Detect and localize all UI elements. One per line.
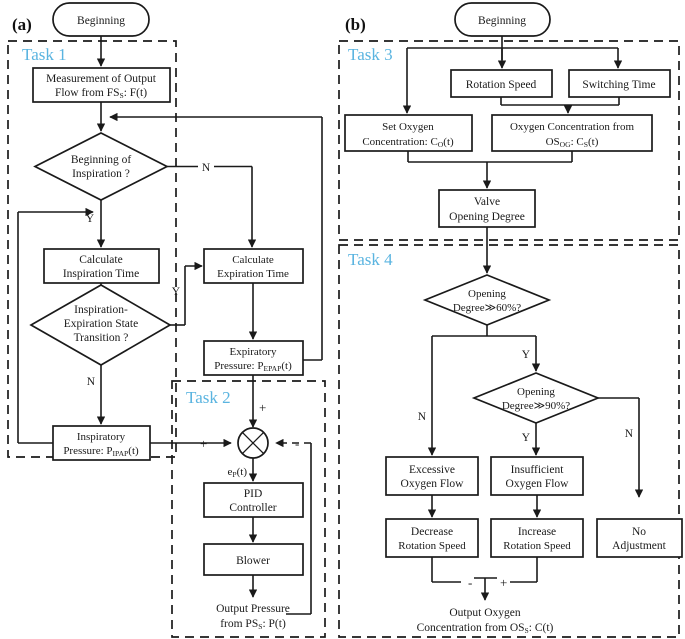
sign-plus-merge: + xyxy=(500,575,507,590)
node-increase-rotation-speed xyxy=(490,518,584,558)
decision1-line1: Beginning of xyxy=(71,154,132,166)
branch-label-N-inspiration: N xyxy=(202,162,211,174)
start-oval-b-label: Beginning xyxy=(478,15,526,27)
node-insuff-line1: Insufficient xyxy=(511,464,565,476)
node-excess-line1: Excessive xyxy=(409,464,455,476)
label-bg-n1 xyxy=(198,158,214,174)
sign-plus-left: + xyxy=(200,436,207,451)
branch-label-Y-inspiration: Y xyxy=(86,213,95,225)
sign-minus-right: - xyxy=(295,436,299,451)
node-blower-label: Blower xyxy=(236,555,270,567)
task3-dashed-container xyxy=(338,40,680,241)
node-exp-press-line2: Pressure: PEPAP(t) xyxy=(214,360,292,373)
task4-dashed-container xyxy=(338,244,680,638)
node-calc-insp-line1: Calculate xyxy=(79,254,122,266)
error-signal-label: eP(t) xyxy=(227,466,247,479)
summing-junction-cross-2 xyxy=(241,431,265,455)
node-measure-line1: Measurement of Output xyxy=(46,73,157,85)
panel-b-label: (b) xyxy=(345,15,366,34)
node-blower xyxy=(203,543,304,576)
branch-label-Y-60: Y xyxy=(522,349,531,361)
decision2-line2: Expiration State xyxy=(64,318,138,330)
node-noadj-line2: Adjustment xyxy=(612,540,666,552)
node-calculate-inspiration-time xyxy=(43,248,160,284)
node-conc-osog-line2: OSOG: CS(t) xyxy=(546,136,599,149)
node-conc-osog-line1: Oxygen Concentration from xyxy=(510,121,634,133)
decision2-line3: Transition ? xyxy=(74,332,129,344)
node-pid-controller xyxy=(203,482,304,518)
node-decrease-line1: Decrease xyxy=(411,526,453,538)
node-insp-press-line2: Pressure: PIPAP(t) xyxy=(63,445,139,458)
node-inspiratory-pressure xyxy=(52,425,151,461)
node-no-adjustment xyxy=(596,518,683,558)
branch-label-Y-transition: Y xyxy=(172,286,181,298)
node-set-o2-line2: Concentration: CO(t) xyxy=(362,136,454,149)
node-output-pressure-line1: Output Pressure xyxy=(216,603,290,615)
node-valve-line1: Valve xyxy=(474,196,500,208)
panel-a-label: (a) xyxy=(12,15,32,34)
node-measure xyxy=(32,67,171,103)
panel-b: (b) Task 3 Task 4 Beginning Rotation Spe… xyxy=(338,2,683,638)
node-valve-line2: Opening Degree xyxy=(449,211,525,223)
decision1-line2: Inspiration ? xyxy=(72,168,130,180)
node-excess-line2: Oxygen Flow xyxy=(401,478,465,490)
decision2-line1: Inspiration- xyxy=(74,304,128,316)
decision-60-line2: Degree≫60%? xyxy=(453,302,521,314)
node-oxygen-concentration-osog xyxy=(491,114,653,152)
branch-label-N-90: N xyxy=(625,428,634,440)
branch-label-N-transition: N xyxy=(87,376,96,388)
node-calc-exp-line2: Expiration Time xyxy=(217,268,289,280)
node-exp-press-line1: Expiratory xyxy=(229,346,277,358)
decision-90-line2: Degree≫90%? xyxy=(502,400,570,412)
task2-label: Task 2 xyxy=(186,388,231,407)
sign-minus-merge: - xyxy=(468,575,472,590)
task1-dashed-container xyxy=(7,40,177,458)
node-measure-line2: Flow from FSS: F(t) xyxy=(55,87,147,100)
node-output-o2-line1: Output Oxygen xyxy=(449,607,520,619)
node-decrease-rotation-speed xyxy=(385,518,479,558)
node-calc-exp-line1: Calculate xyxy=(232,254,274,266)
node-output-pressure-line2: from PSS: P(t) xyxy=(220,618,286,631)
node-pid-line1: PID xyxy=(244,488,263,500)
panel-a: (a) Task 1 Task 2 Beginning Measurement … xyxy=(7,2,326,638)
task2-dashed-container xyxy=(171,380,326,638)
node-increase-line2: Rotation Speed xyxy=(503,540,571,552)
node-increase-line1: Increase xyxy=(518,526,556,538)
node-pid-line2: Controller xyxy=(229,502,276,514)
start-oval-a-label: Beginning xyxy=(77,15,125,27)
node-decrease-line2: Rotation Speed xyxy=(398,540,466,552)
node-set-o2-line1: Set Oxygen xyxy=(382,121,434,133)
branch-label-Y-90: Y xyxy=(522,432,531,444)
node-calc-insp-line2: Inspiration Time xyxy=(63,268,139,280)
branch-label-N-60: N xyxy=(418,411,427,423)
node-calculate-expiration-time xyxy=(203,248,304,284)
node-insufficient-oxygen-flow xyxy=(490,456,584,496)
node-rot-speed-label: Rotation Speed xyxy=(466,79,537,91)
task4-label: Task 4 xyxy=(348,250,393,269)
node-insuff-line2: Oxygen Flow xyxy=(506,478,570,490)
task1-label: Task 1 xyxy=(22,45,67,64)
node-switch-time-label: Switching Time xyxy=(582,79,655,91)
node-insp-press-line1: Inspiratory xyxy=(77,431,126,443)
node-expiratory-pressure xyxy=(203,340,304,376)
node-noadj-line1: No xyxy=(632,526,646,538)
node-rotation-speed xyxy=(450,69,553,98)
decision-90-line1: Opening xyxy=(517,386,555,398)
task3-label: Task 3 xyxy=(348,45,393,64)
node-output-o2-line2: Concentration from OSS: C(t) xyxy=(417,622,554,635)
sign-plus-top: + xyxy=(259,400,266,415)
decision-60-line1: Opening xyxy=(468,288,506,300)
